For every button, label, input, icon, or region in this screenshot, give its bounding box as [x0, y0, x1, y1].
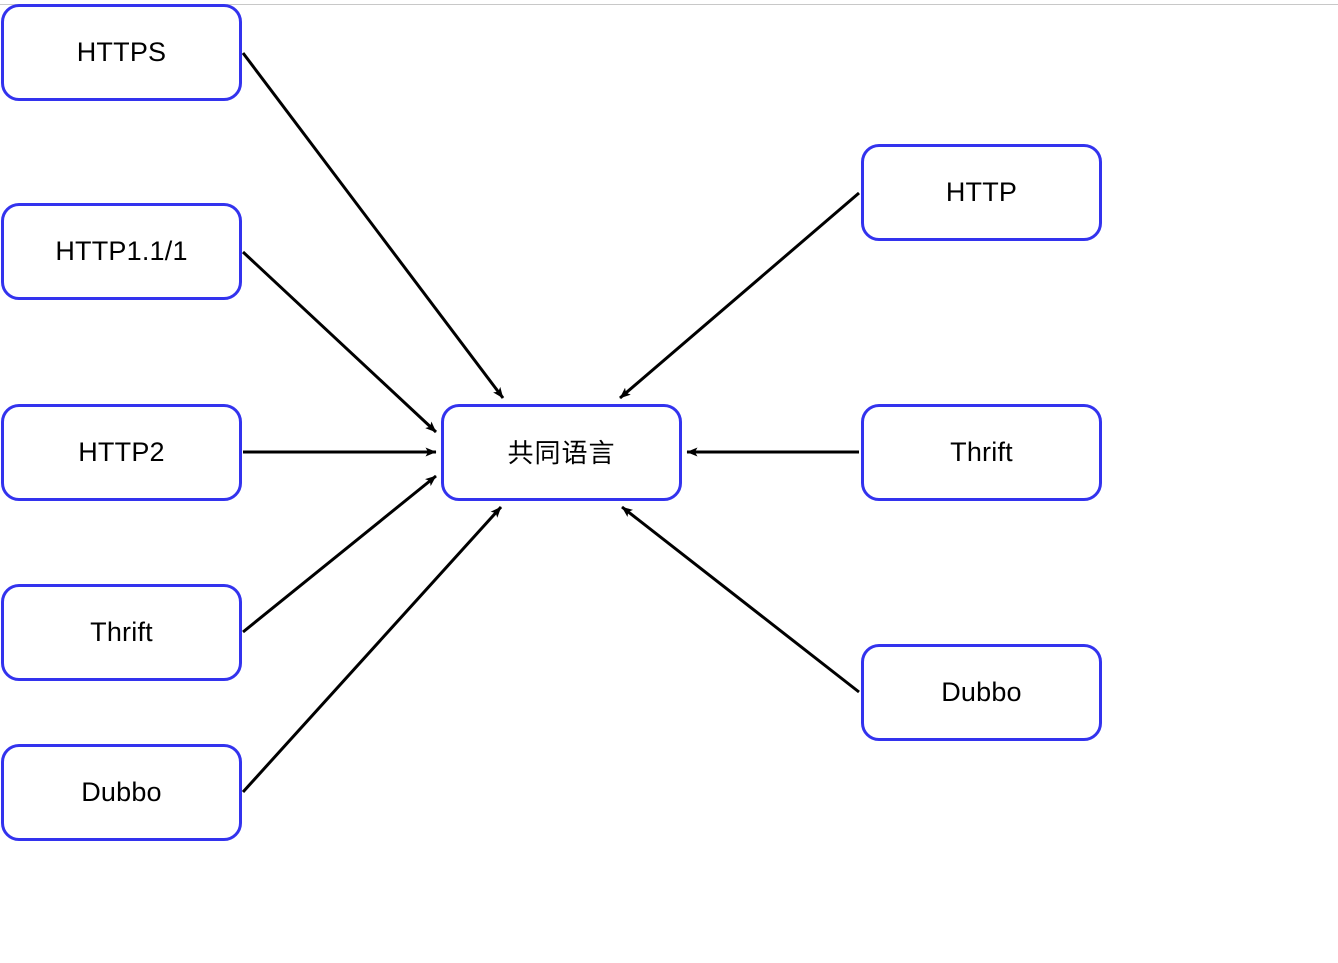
node-label: HTTP1.1/1	[55, 236, 188, 266]
node-http1-1[interactable]: HTTP1.1/1	[1, 203, 242, 300]
node-label: Thrift	[90, 617, 153, 647]
node-common-language[interactable]: 共同语言	[441, 404, 682, 501]
node-dubbo-left[interactable]: Dubbo	[1, 744, 242, 841]
node-thrift-left[interactable]: Thrift	[1, 584, 242, 681]
edge-dubboR-to-center	[621, 505, 860, 694]
edge-thriftL-to-center	[242, 474, 437, 634]
edge-dubboL-to-center	[241, 505, 503, 794]
edge-http-to-center	[619, 191, 860, 400]
edge-http11-to-center	[241, 250, 438, 434]
node-label: 共同语言	[507, 437, 616, 468]
node-label: Dubbo	[941, 677, 1022, 707]
node-label: Thrift	[950, 437, 1013, 467]
top-divider-rule	[0, 4, 1338, 5]
node-dubbo-right[interactable]: Dubbo	[861, 644, 1102, 741]
node-https[interactable]: HTTPS	[1, 4, 242, 101]
node-http2[interactable]: HTTP2	[1, 404, 242, 501]
node-http[interactable]: HTTP	[861, 144, 1102, 241]
node-label: HTTPS	[76, 37, 167, 67]
edge-https-to-center	[241, 52, 505, 399]
node-label: HTTP2	[78, 437, 165, 467]
node-label: HTTP	[945, 177, 1018, 207]
node-thrift-right[interactable]: Thrift	[861, 404, 1102, 501]
node-label: Dubbo	[81, 777, 162, 807]
